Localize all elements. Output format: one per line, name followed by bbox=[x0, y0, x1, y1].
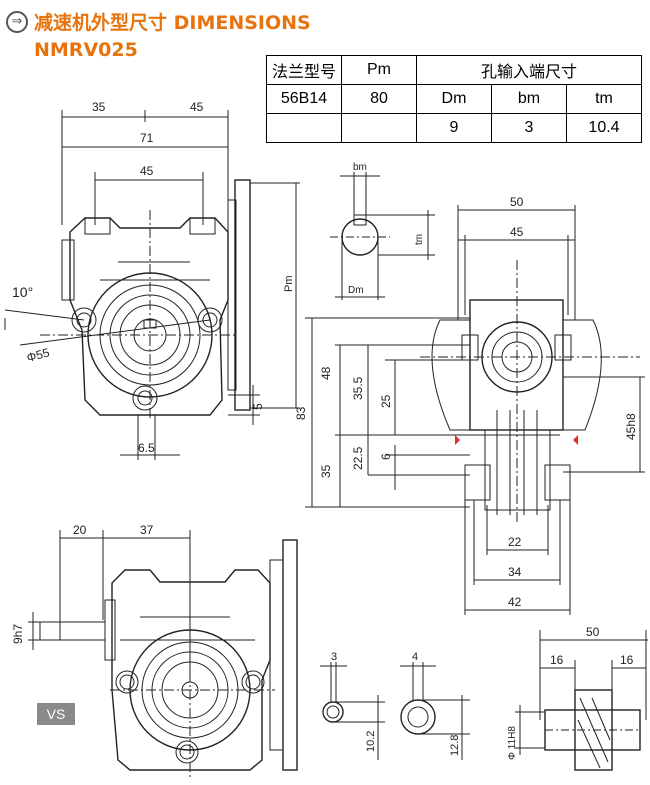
dim-22-5: 22.5 bbox=[351, 446, 365, 470]
model-name: NMRV025 bbox=[34, 39, 138, 61]
dim-3: 3 bbox=[331, 651, 337, 663]
dim-42: 42 bbox=[508, 595, 522, 609]
dim-6-5: 6.5 bbox=[138, 441, 155, 455]
vs-badge: VS bbox=[37, 703, 75, 725]
dim-pm: Pm bbox=[283, 276, 295, 293]
dim-4: 4 bbox=[412, 651, 418, 663]
header: ⇒ 减速机外型尺寸 DIMENSIONS NMRV025 bbox=[6, 8, 311, 61]
table-cell: 56B14 bbox=[266, 84, 342, 114]
dim-16-right: 16 bbox=[620, 653, 634, 667]
table-cell: bm bbox=[491, 84, 567, 114]
arrow-circle-icon: ⇒ bbox=[6, 10, 28, 33]
dim-48: 48 bbox=[319, 366, 333, 380]
dim-16-left: 16 bbox=[550, 653, 564, 667]
dim-9h7: 9h7 bbox=[11, 624, 25, 644]
dim-bm: bm bbox=[353, 162, 367, 173]
dim-6: 6 bbox=[379, 453, 393, 460]
input-keyway-drawing bbox=[330, 172, 435, 300]
dim-11h8: Φ 11H8 bbox=[507, 726, 518, 760]
dim-45-inner: 45 bbox=[140, 164, 154, 178]
dim-34: 34 bbox=[508, 565, 522, 579]
dim-tm: tm bbox=[414, 234, 425, 245]
dim-12-8: 12.8 bbox=[449, 735, 461, 756]
table-head-pm: Pm bbox=[341, 55, 417, 85]
page-title: 减速机外型尺寸 DIMENSIONS bbox=[34, 12, 311, 34]
table-cell: 80 bbox=[341, 84, 417, 114]
dim-71: 71 bbox=[140, 131, 154, 145]
dim-35-top: 35 bbox=[92, 100, 106, 114]
output-shaft-drawing bbox=[515, 630, 648, 771]
dim-45-top: 45 bbox=[190, 100, 204, 114]
dim-25: 25 bbox=[379, 394, 393, 408]
side-view-drawing bbox=[305, 205, 645, 615]
table-cell: 10.4 bbox=[566, 113, 642, 143]
table-head-input-hole: 孔输入端尺寸 bbox=[416, 55, 642, 85]
diameter-55-label: Φ55 bbox=[25, 345, 51, 365]
table-cell: Dm bbox=[416, 84, 492, 114]
dim-20: 20 bbox=[73, 523, 87, 537]
dim-10-2: 10.2 bbox=[365, 731, 377, 752]
table-cell: 9 bbox=[416, 113, 492, 143]
flange-dimension-table: 法兰型号 Pm 孔输入端尺寸 56B14 80 Dm bm tm 9 3 10.… bbox=[266, 55, 642, 143]
output-keyway-drawings bbox=[320, 662, 470, 760]
dim-22: 22 bbox=[508, 535, 522, 549]
dim-45-side: 45 bbox=[510, 225, 524, 239]
dim-35-5: 35.5 bbox=[351, 376, 365, 400]
dim-5: 5 bbox=[251, 403, 265, 410]
table-cell bbox=[266, 113, 342, 143]
dim-50-side: 50 bbox=[510, 195, 524, 209]
table-cell bbox=[341, 113, 417, 143]
dim-37: 37 bbox=[140, 523, 154, 537]
dim-83: 83 bbox=[294, 406, 308, 420]
dim-35-side: 35 bbox=[319, 464, 333, 478]
dim-50-shaft: 50 bbox=[586, 625, 600, 639]
table-cell: 3 bbox=[491, 113, 567, 143]
front-view-drawing bbox=[4, 110, 300, 460]
dim-45h8: 45h8 bbox=[624, 413, 638, 440]
table-head-flange: 法兰型号 bbox=[266, 55, 342, 85]
dim-dm: Dm bbox=[348, 285, 364, 296]
vs-view-drawing bbox=[28, 530, 298, 780]
angle-label: 10° bbox=[12, 284, 33, 300]
